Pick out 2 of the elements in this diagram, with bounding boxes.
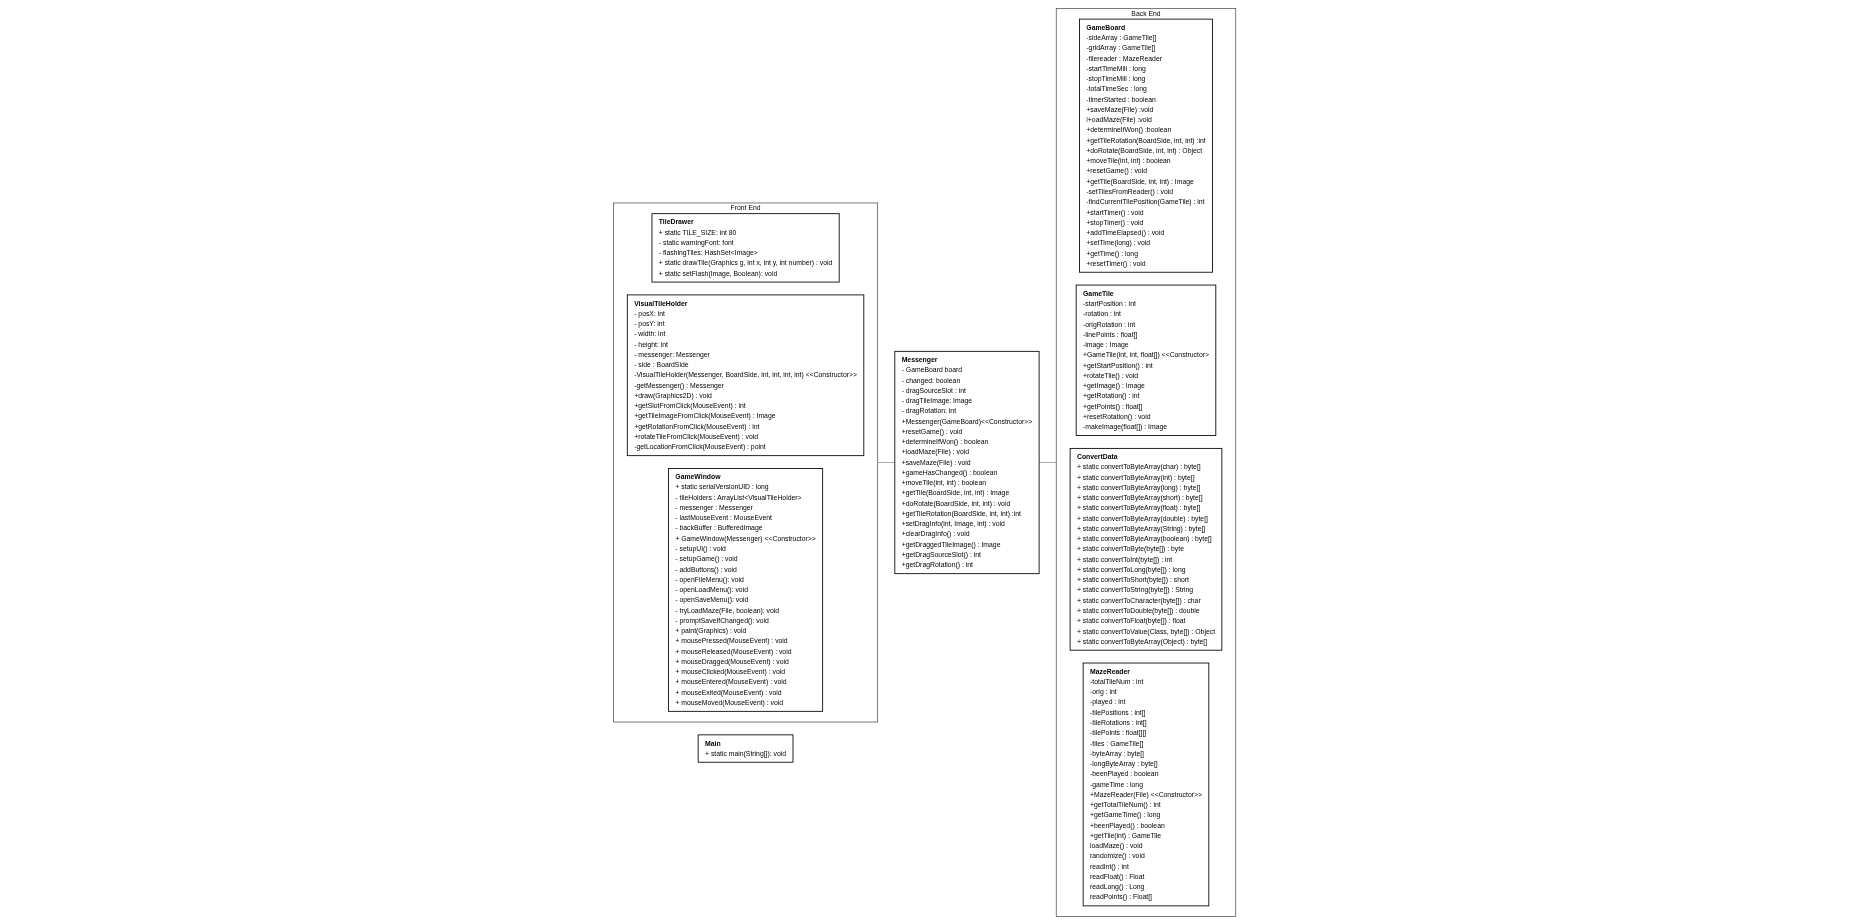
connector [877, 461, 896, 463]
connector [1039, 461, 1057, 463]
